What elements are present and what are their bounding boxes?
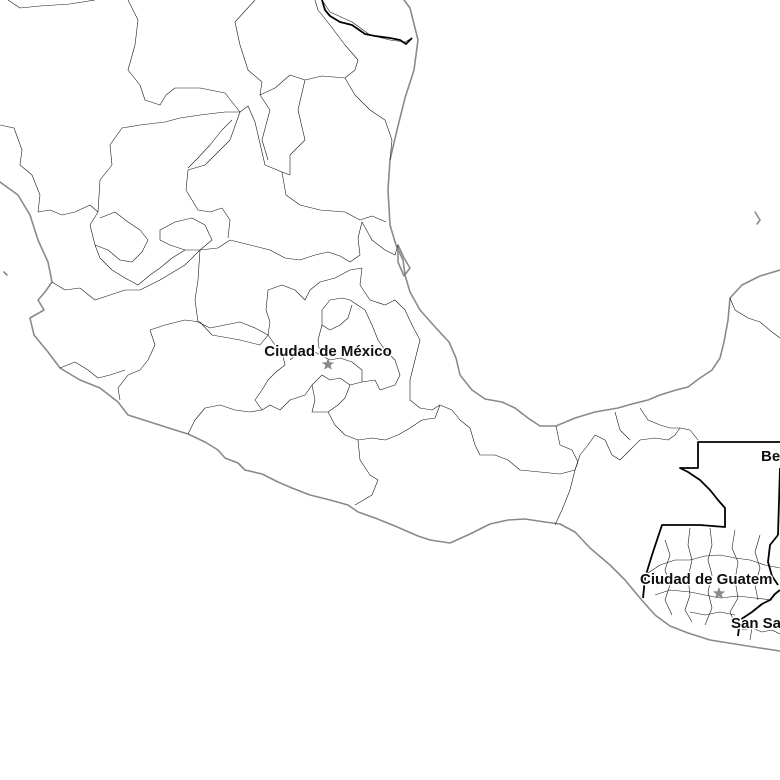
- state-boundary: [194, 249, 269, 336]
- border-mexico-usa: [321, 0, 413, 45]
- state-boundary: [311, 384, 351, 413]
- border-mexico-guatemala: [642, 441, 780, 599]
- island-east: [754, 211, 761, 225]
- state-boundary: [127, 0, 256, 123]
- state-boundary: [7, 0, 96, 9]
- label-guatemala-city[interactable]: Ciudad de Guatem: [639, 570, 775, 590]
- state-boundary: [89, 211, 186, 286]
- state-boundary: [344, 77, 393, 161]
- department-boundaries: [644, 527, 780, 641]
- state-boundaries: [0, 0, 780, 526]
- state-boundary: [97, 111, 240, 213]
- state-boundary: [349, 299, 401, 391]
- state-boundary: [267, 267, 363, 301]
- capital-markers: [321, 358, 726, 599]
- state-boundary: [359, 267, 441, 411]
- state-boundary: [574, 427, 699, 471]
- gulf-inlet: [397, 244, 411, 277]
- state-boundary: [234, 0, 359, 96]
- island-west: [3, 271, 8, 276]
- state-boundary: [639, 407, 680, 429]
- state-boundary: [0, 124, 99, 216]
- border-guatemala-el-salvador: [737, 589, 780, 637]
- state-boundary: [51, 239, 231, 301]
- department-boundary: [749, 627, 753, 641]
- state-boundary: [327, 404, 441, 441]
- pacific-coastline: [0, 181, 780, 652]
- department-boundary: [754, 534, 761, 601]
- state-boundary: [94, 211, 149, 263]
- state-boundary: [614, 411, 631, 441]
- state-boundary: [187, 119, 233, 169]
- state-boundary: [329, 297, 351, 301]
- state-boundary: [265, 289, 271, 336]
- label-belize[interactable]: Be: [760, 447, 780, 467]
- star-icon[interactable]: [321, 358, 335, 370]
- state-boundary: [289, 349, 321, 361]
- star-icon[interactable]: [712, 587, 726, 599]
- state-boundary: [554, 469, 576, 526]
- state-boundary: [439, 404, 576, 475]
- coastlines: [0, 0, 780, 652]
- state-boundary: [229, 221, 363, 263]
- state-boundary: [254, 121, 387, 223]
- gulf-coastline: [387, 0, 780, 427]
- state-boundary: [321, 0, 413, 43]
- label-mexico-city[interactable]: Ciudad de México: [263, 342, 394, 362]
- department-boundary: [729, 529, 739, 631]
- state-boundary: [555, 425, 579, 471]
- department-boundary: [741, 627, 780, 635]
- state-boundary: [187, 404, 263, 435]
- state-boundary: [321, 299, 353, 331]
- department-boundary: [654, 589, 773, 601]
- border-guatemala-honduras: [767, 534, 779, 586]
- state-boundary: [281, 79, 306, 176]
- map-labels: Ciudad de México Ciudad de Guatem San Sa…: [263, 342, 780, 634]
- state-boundary: [199, 321, 269, 346]
- state-boundary: [185, 111, 241, 239]
- state-boundary: [729, 297, 780, 339]
- state-boundary: [117, 329, 156, 401]
- state-boundary: [279, 374, 363, 411]
- state-boundary: [159, 217, 213, 251]
- state-boundary: [259, 94, 271, 161]
- state-boundary: [354, 439, 379, 506]
- label-san-salvador[interactable]: San Sa: [730, 614, 780, 634]
- department-boundary: [704, 527, 713, 626]
- state-boundary: [361, 221, 399, 256]
- department-boundary: [684, 527, 693, 623]
- state-boundary: [254, 334, 286, 411]
- state-boundary: [317, 324, 363, 382]
- department-boundary: [664, 539, 673, 616]
- department-boundary: [689, 611, 736, 616]
- state-boundary: [59, 361, 126, 379]
- state-boundary: [149, 319, 201, 331]
